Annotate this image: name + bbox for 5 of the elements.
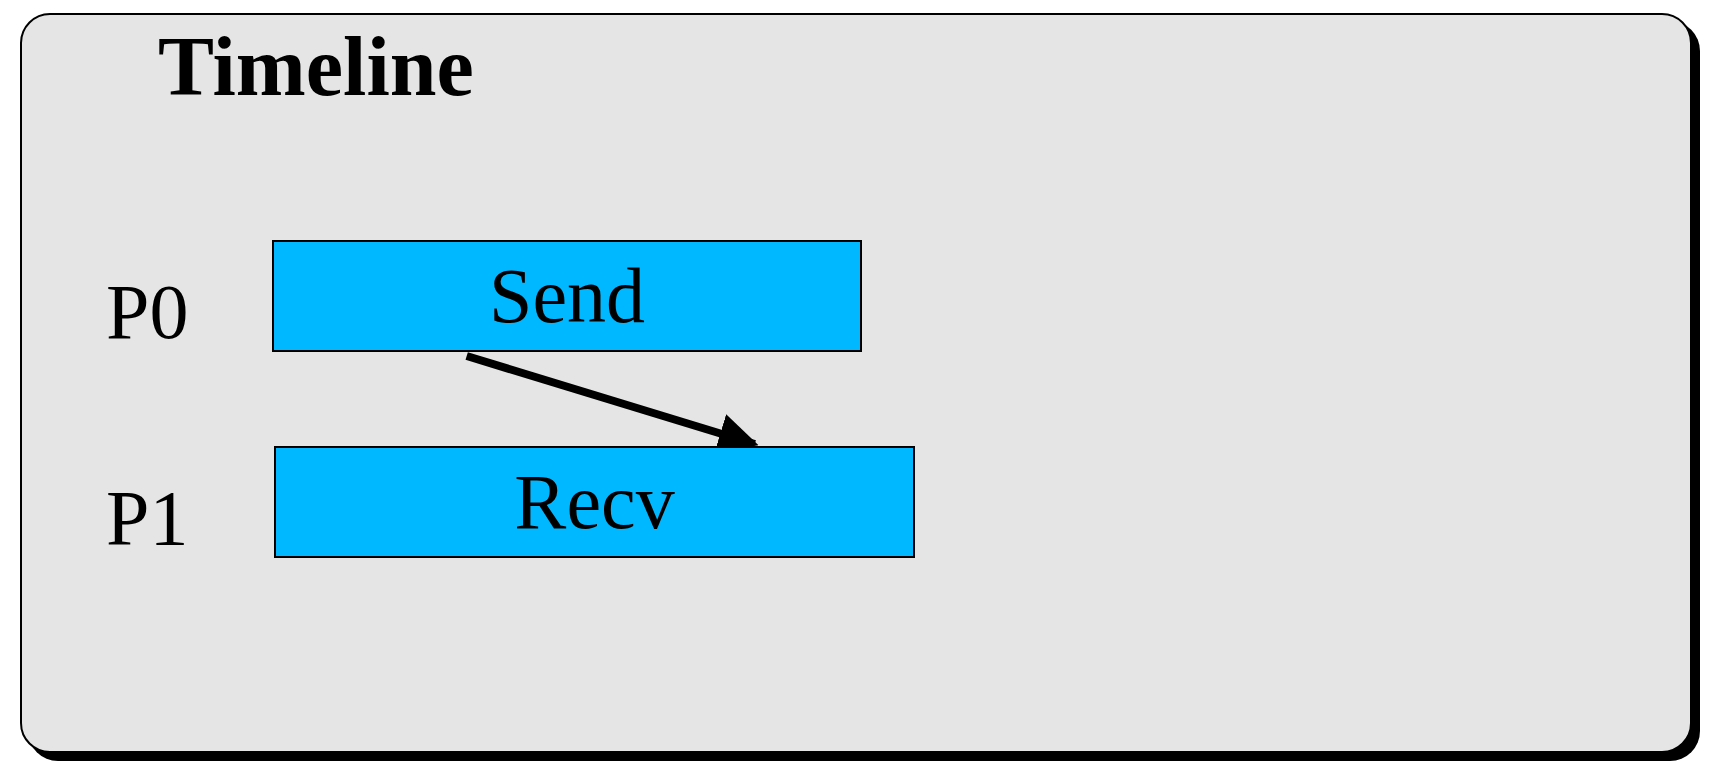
process-label: P0 [106,273,189,351]
activity-bar: Send [272,240,862,352]
activity-bar: Recv [274,446,915,558]
process-label: P1 [106,479,189,557]
panel-title: Timeline [158,21,474,114]
